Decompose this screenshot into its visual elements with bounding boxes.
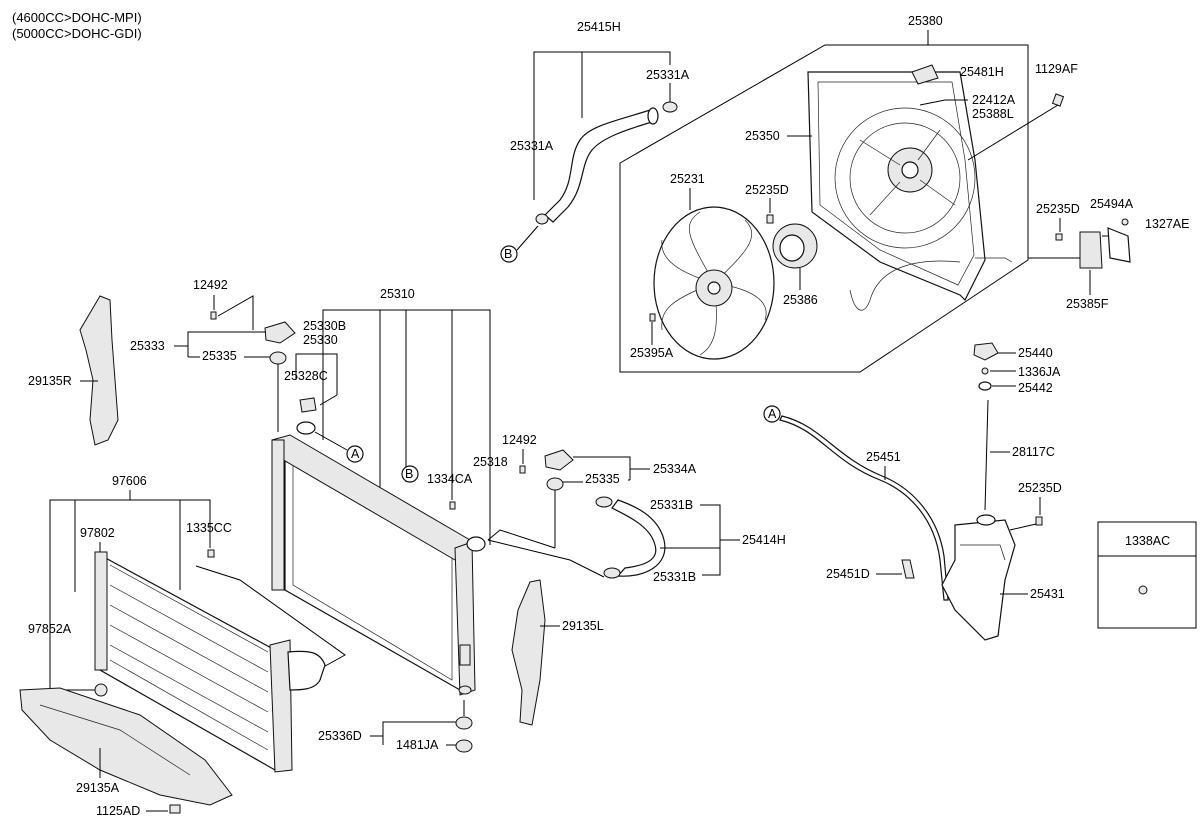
label-25431: 25431 <box>1030 587 1065 601</box>
clip-25451D <box>901 559 915 579</box>
label-25330B: 25330B <box>303 319 346 333</box>
label-1481JA: 1481JA <box>396 738 439 752</box>
label-1125AD: 1125AD <box>96 804 140 818</box>
callout-B-top <box>500 245 518 263</box>
label-1334CA: 1334CA <box>427 472 473 486</box>
label-25442: 25442 <box>1018 381 1053 395</box>
label-25350: 25350 <box>745 129 780 143</box>
label-29135R: 29135R <box>28 374 72 388</box>
nut-1481JA <box>455 739 473 753</box>
label-25235D-fan: 25235D <box>745 183 789 197</box>
label-25335-mid: 25335 <box>585 472 620 486</box>
label-25451: 25451 <box>866 450 901 464</box>
label-25380: 25380 <box>908 14 943 28</box>
label-1129AF: 1129AF <box>1035 62 1078 76</box>
callout-A-radiator-text: A <box>351 447 360 461</box>
label-12492-top: 12492 <box>193 278 228 292</box>
label-25310: 25310 <box>380 287 415 301</box>
label-25451D: 25451D <box>826 567 870 581</box>
drain-plug-25336D <box>455 716 473 730</box>
label-1327AE: 1327AE <box>1145 217 1189 231</box>
label-25395A: 25395A <box>630 346 674 360</box>
label-25331A-top: 25331A <box>646 68 690 82</box>
label-29135A: 29135A <box>76 781 120 795</box>
label-25415H: 25415H <box>577 20 621 34</box>
label-1335CC: 1335CC <box>186 521 232 535</box>
fan-blade-motor: 25231 25235D 25386 25395A <box>630 172 818 360</box>
label-25388L: 25388L <box>972 107 1014 121</box>
air-guard-right-29135R <box>79 295 119 446</box>
callout-B-radiator <box>401 465 419 483</box>
label-97606: 97606 <box>112 474 147 488</box>
callout-A-hose-text: A <box>768 407 777 421</box>
lower-radiator-hose-group: 25331B 25331B 25414H <box>487 496 786 584</box>
label-25334A: 25334A <box>653 462 697 476</box>
fan-shroud-assembly: 25380 25481H 1129AF 22412A 25388L 25350 <box>619 14 1078 373</box>
label-25331B-bot: 25331B <box>653 570 696 584</box>
label-1336JA: 1336JA <box>1018 365 1061 379</box>
hose-clamp-top <box>662 101 678 113</box>
level-gauge-28117C <box>984 399 989 511</box>
upper-radiator-hose-group: 25415H 25331A 25331A B <box>500 20 690 263</box>
label-29135L: 29135L <box>562 619 604 633</box>
radiator-group: 25310 12492 25333 25335 25330B 25330 253… <box>130 278 697 753</box>
label-25235D-res: 25235D <box>1018 481 1062 495</box>
fan-resistor: 25235D 25494A 1327AE 25385F <box>1028 197 1189 311</box>
inset-box-1338AC: 1338AC <box>1097 521 1197 629</box>
callout-A-hose <box>763 405 781 423</box>
clip-1338AC <box>1138 585 1148 595</box>
label-22412A: 22412A <box>972 93 1016 107</box>
reservoir-25431 <box>941 519 1016 641</box>
label-25440: 25440 <box>1018 346 1053 360</box>
upper-hose <box>544 109 653 223</box>
label-25318: 25318 <box>473 455 508 469</box>
label-25235D-right: 25235D <box>1036 202 1080 216</box>
engine-variant-2: (5000CC>DOHC-GDI) <box>12 26 142 41</box>
callout-B-radiator-text: B <box>405 467 413 481</box>
label-25328C: 25328C <box>284 369 328 383</box>
label-1338AC: 1338AC <box>1125 534 1170 548</box>
filler-neck-25333 <box>264 321 296 344</box>
engine-variant-1: (4600CC>DOHC-MPI) <box>12 10 142 25</box>
label-25335-top: 25335 <box>202 349 237 363</box>
label-25385F: 25385F <box>1066 297 1109 311</box>
condenser-group: 97606 97802 1335CC 97852A <box>28 474 346 773</box>
label-12492-mid: 12492 <box>502 433 537 447</box>
hose-clamp-25331B-top <box>595 496 613 508</box>
label-25331A-left: 25331A <box>510 139 554 153</box>
seal-25335-top <box>269 351 287 365</box>
reservoir-group: 25440 1336JA 25442 28117C A 25451 25451D… <box>763 342 1065 641</box>
label-97852A: 97852A <box>28 622 72 636</box>
hose-clamp-bottom <box>535 213 549 225</box>
under-cover-group: 29135A 1125AD <box>19 687 233 818</box>
label-25481H: 25481H <box>960 65 1004 79</box>
label-25231: 25231 <box>670 172 705 186</box>
air-guards: 29135R 29135L <box>28 295 604 726</box>
label-25494A: 25494A <box>1090 197 1134 211</box>
seal-25335-mid <box>546 477 564 491</box>
callout-A-radiator <box>346 445 364 463</box>
label-25331B-top: 25331B <box>650 498 693 512</box>
overflow-hose-25451 <box>779 415 949 601</box>
cap-25440 <box>973 342 999 361</box>
screw-25235D <box>766 214 774 224</box>
air-guard-left-29135L <box>511 579 546 726</box>
callout-B-top-text: B <box>504 247 512 261</box>
resistor-25385F <box>1079 231 1103 269</box>
label-25336D: 25336D <box>318 729 362 743</box>
clip-25481H <box>911 64 939 85</box>
label-28117C: 28117C <box>1012 445 1055 459</box>
under-cover-29135A <box>19 687 233 806</box>
hose-clamp-25331B-bot <box>603 567 621 579</box>
filler-neck-25334A <box>544 449 574 471</box>
bolt-1125AD <box>169 804 181 814</box>
label-25414H: 25414H <box>742 533 786 547</box>
label-97802: 97802 <box>80 526 115 540</box>
label-25330: 25330 <box>303 333 338 347</box>
bolt-1129AF <box>1051 93 1065 107</box>
label-25386: 25386 <box>783 293 818 307</box>
label-25333: 25333 <box>130 339 165 353</box>
